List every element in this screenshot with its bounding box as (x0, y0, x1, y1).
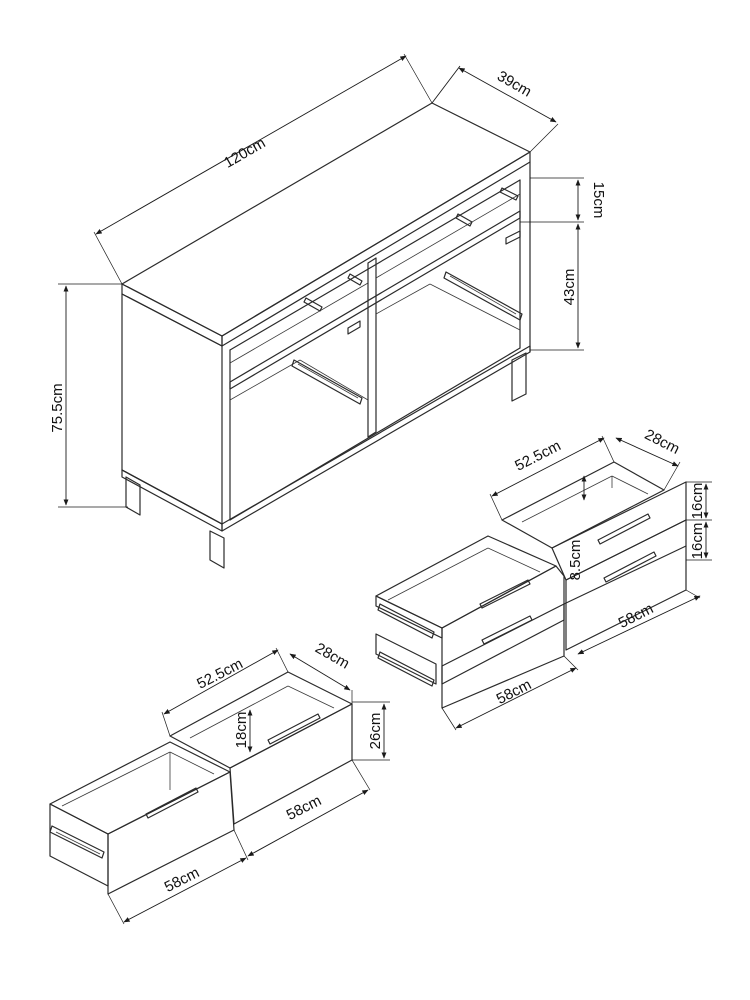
drawer-runner-icon (49, 825, 105, 859)
drawer-handle-icon (145, 787, 199, 819)
sideboard-depth-label: 39cm (494, 68, 534, 101)
drawer-a-length-back-label: 58cm (616, 600, 656, 632)
drawer-a-inner-height-label: 8.5cm (567, 540, 584, 581)
drawer-runner-icon (303, 187, 519, 312)
drawer-handle-icon (597, 513, 651, 545)
sideboard-top-edge (121, 283, 223, 347)
drawer-set-b (49, 671, 353, 895)
drawer-handle-icon (267, 713, 321, 745)
sideboard-width-label: 120cm (221, 134, 268, 171)
sideboard (121, 102, 531, 569)
sideboard-top-drawer-height-label: 15cm (590, 182, 607, 219)
sideboard-front-base (221, 345, 531, 532)
drawer-handle-icon (603, 551, 657, 583)
drawer-b-length-back-label: 58cm (284, 792, 324, 824)
drawer-runner-icon (291, 230, 523, 405)
drawer-front-panel (441, 565, 565, 685)
drawer-a-inner-width-label: 52.5cm (512, 437, 564, 474)
drawer-a-lower-height-label: 16cm (689, 523, 706, 560)
drawer-handle-icon (479, 579, 531, 609)
sideboard-leg (125, 476, 141, 516)
drawer-set-b-dimensions: 52.5cm 28cm 18cm 26cm 58cm 58cm (107, 640, 390, 925)
sideboard-base-rail (121, 469, 223, 532)
drawer-a-length-front-label: 58cm (494, 676, 534, 708)
drawer-b-inner-height-label: 18cm (233, 712, 250, 749)
sideboard-center-divider (367, 257, 377, 438)
sideboard-leg (209, 530, 225, 569)
sideboard-leg (511, 352, 527, 402)
drawer-runner-icon (377, 603, 435, 639)
sideboard-dimensions: 120cm 39cm 75.5cm 15cm 43cm (49, 53, 607, 508)
drawer-runner-icon (377, 651, 435, 687)
drawer-box (49, 741, 231, 835)
drawer-box (169, 671, 353, 769)
drawer-a-upper-height-label: 16cm (689, 483, 706, 520)
drawer-set-a (375, 461, 687, 709)
drawer-b-inner-depth-label: 28cm (312, 640, 352, 673)
sideboard-height-label: 75.5cm (49, 383, 66, 432)
drawer-b-inner-width-label: 52.5cm (194, 655, 246, 692)
drawer-b-front-height-label: 26cm (367, 713, 384, 750)
drawer-a-inner-depth-label: 28cm (642, 426, 682, 458)
drawer-set-a-dimensions: 52.5cm 28cm 16cm 16cm 8.5cm 58cm 58cm (441, 426, 712, 731)
drawer-handle-icon (481, 615, 533, 645)
sideboard-bottom-height-label: 43cm (561, 269, 578, 306)
sideboard-drawer-shelf (229, 210, 521, 390)
